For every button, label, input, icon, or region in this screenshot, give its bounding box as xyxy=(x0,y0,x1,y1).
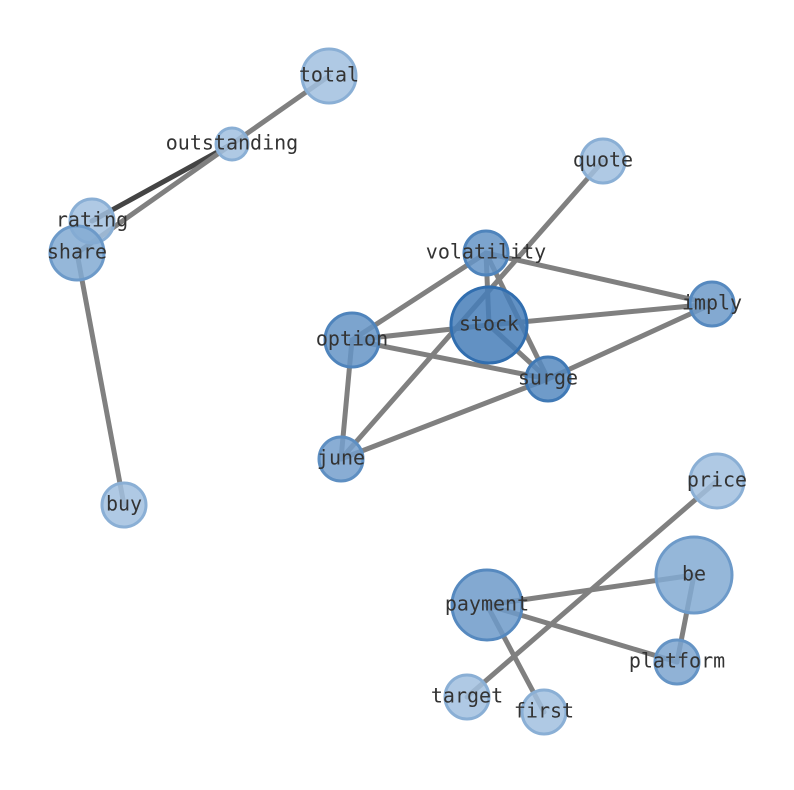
node-imply xyxy=(688,280,736,328)
node-label-stock: stock xyxy=(459,312,519,336)
node-surge xyxy=(524,355,572,403)
node-total xyxy=(300,47,358,105)
node-label-june: june xyxy=(317,446,365,470)
node-stock xyxy=(449,285,529,365)
node-price xyxy=(688,452,746,510)
node-layer xyxy=(48,47,746,736)
node-label-payment: payment xyxy=(445,592,529,616)
node-be xyxy=(654,535,734,615)
node-label-surge: surge xyxy=(518,366,578,390)
node-label-price: price xyxy=(687,468,747,492)
node-first xyxy=(520,688,568,736)
node-platform xyxy=(653,638,701,686)
edge-share-buy xyxy=(74,250,127,508)
edge-volatility-imply xyxy=(483,250,715,307)
node-quote xyxy=(579,137,627,185)
node-label-target: target xyxy=(431,684,503,708)
node-label-imply: imply xyxy=(682,291,742,315)
node-target xyxy=(443,673,491,721)
node-outstanding xyxy=(214,126,250,162)
node-label-outstanding: outstanding xyxy=(166,131,298,155)
node-payment xyxy=(450,568,524,642)
edge-june-surge xyxy=(338,376,551,462)
node-label-buy: buy xyxy=(106,492,142,516)
edge-imply-surge xyxy=(545,301,715,382)
node-label-quote: quote xyxy=(573,148,633,172)
node-label-first: first xyxy=(514,699,574,723)
label-layer: total outstanding rating share buy quote volat… xyxy=(47,63,747,723)
node-june xyxy=(317,435,365,483)
node-option xyxy=(323,311,381,369)
node-buy xyxy=(100,481,148,529)
node-label-rating: rating xyxy=(56,208,128,232)
node-share xyxy=(48,224,106,282)
node-volatility xyxy=(462,229,510,277)
node-label-be: be xyxy=(682,562,706,586)
node-label-total: total xyxy=(299,63,359,87)
node-label-volatility: volatility xyxy=(426,240,546,264)
edge-outstanding-rating xyxy=(89,141,235,224)
node-label-share: share xyxy=(47,240,107,264)
node-label-platform: platform xyxy=(629,649,725,673)
edge-option-surge xyxy=(349,337,551,382)
node-label-option: option xyxy=(316,327,388,351)
